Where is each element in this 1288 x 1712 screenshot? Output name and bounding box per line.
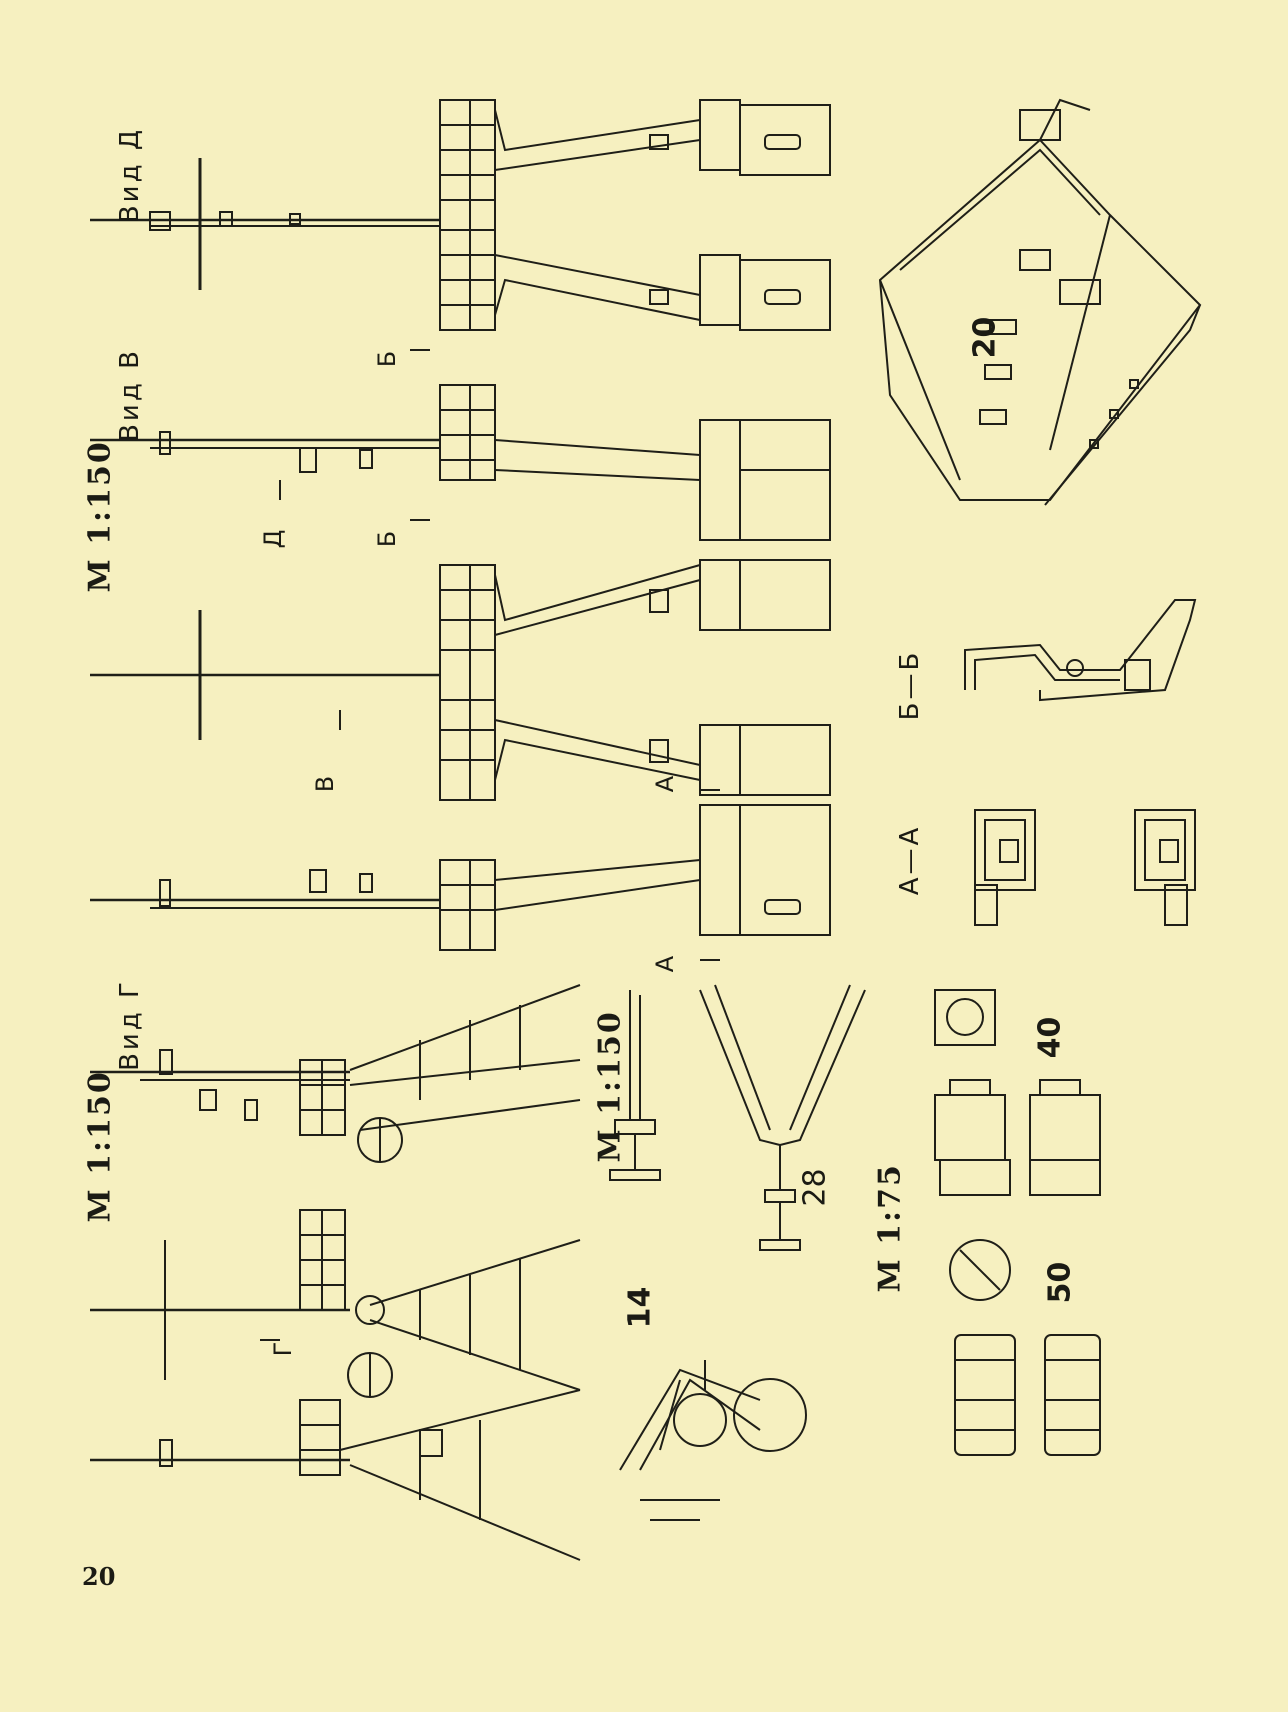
view-d-label: Вид Д <box>115 126 145 224</box>
part-20-wheelhouse <box>880 100 1200 505</box>
page-number: 20 <box>82 1562 116 1591</box>
arrow-a-bottom-label: А <box>651 955 679 973</box>
part-number-20: 20 <box>967 316 1003 359</box>
part-number-14: 14 <box>622 1286 658 1329</box>
arrow-a-top-label: А <box>651 775 679 793</box>
part-number-28: 28 <box>797 1168 833 1207</box>
section-bb-drawing <box>965 600 1195 700</box>
arrow-b-mid-label: Б <box>373 530 401 548</box>
section-markers <box>260 350 720 1340</box>
part-14-drawing <box>610 990 806 1520</box>
arrow-g-label: Г <box>269 1341 297 1357</box>
section-bb-label: Б—Б <box>895 649 925 721</box>
scale-label-mid: М 1:150 <box>592 1010 628 1163</box>
arrow-d-label: Д <box>259 529 287 549</box>
part-number-50: 50 <box>1042 1261 1078 1304</box>
mast-view-3 <box>90 560 830 800</box>
view-v-label: Вид В <box>115 348 145 442</box>
part-number-40: 40 <box>1032 1016 1068 1059</box>
arrow-b-top-label: Б <box>373 350 401 368</box>
mast-view-d <box>90 100 830 330</box>
section-aa-drawing <box>975 810 1195 925</box>
tripod-front-view <box>90 1210 580 1390</box>
scale-label-bottom: М 1:150 <box>82 1070 118 1223</box>
scale-label-top: М 1:150 <box>82 440 118 593</box>
view-g-label: Вид Г <box>115 979 145 1071</box>
scale-label-details: М 1:75 <box>872 1163 908 1293</box>
mast-view-4 <box>90 805 830 950</box>
mast-view-v <box>90 385 830 540</box>
arrow-v-label: В <box>311 775 339 793</box>
section-aa-label: А—А <box>895 824 925 896</box>
tripod-view-g <box>90 985 580 1162</box>
details-40-50 <box>935 990 1100 1455</box>
tripod-rear-view <box>90 1353 580 1560</box>
part-28-drawing <box>700 985 865 1250</box>
